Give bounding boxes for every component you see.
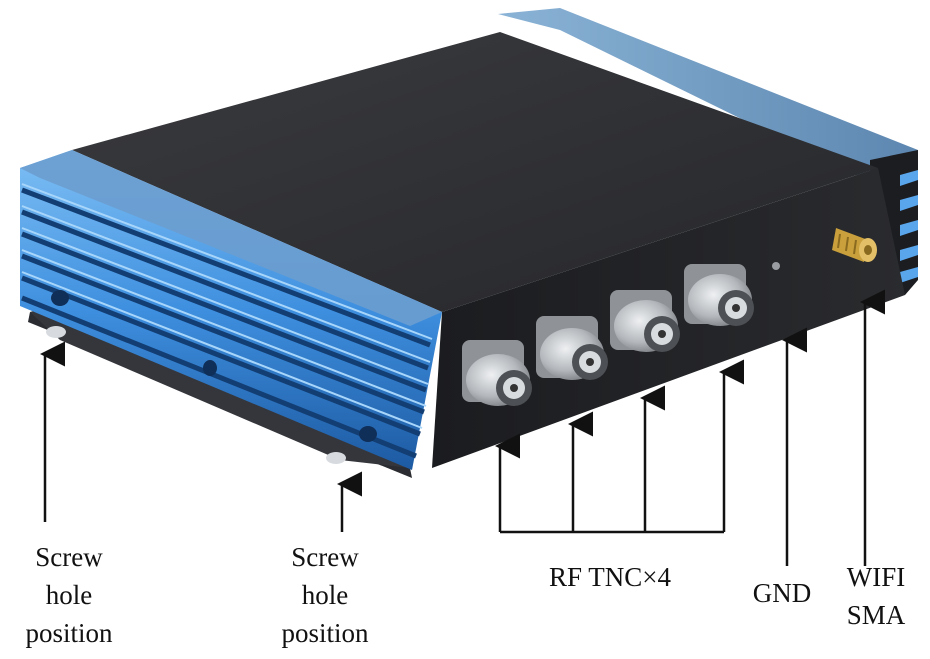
rf-tnc-connector-3 (610, 290, 680, 352)
left-rail-top (20, 150, 442, 326)
left-fin-highlights (21, 183, 433, 429)
screw-hole-right (326, 452, 346, 464)
label-line: Screw (35, 542, 103, 572)
label-gnd: GND (742, 574, 822, 612)
gnd-point (772, 262, 780, 270)
label-line: position (281, 618, 369, 648)
rf-tnc-connector-4 (684, 264, 754, 326)
rf-tnc-connector-1 (462, 340, 532, 406)
label-line: position (25, 618, 113, 648)
label-line: RF TNC×4 (548, 562, 671, 592)
callout-arrows (40, 289, 885, 566)
right-side-rail (498, 8, 918, 182)
label-line: Screw (291, 542, 359, 572)
rf-tnc-connector-2 (536, 316, 608, 380)
label-line: GND (752, 578, 812, 608)
top-surface (72, 32, 878, 312)
screw-hole-left (46, 326, 66, 338)
right-fins (900, 170, 918, 283)
label-line: hole (45, 580, 93, 610)
label-line: WIFI (846, 562, 906, 592)
wifi-sma-connector (832, 228, 877, 262)
screw-left-side (51, 290, 69, 306)
screw-mid-side (203, 360, 217, 376)
label-line: hole (301, 580, 349, 610)
left-fin-grooves (21, 187, 431, 459)
label-wifi-sma: WIFI SMA (828, 558, 924, 634)
label-screw-hole-right: Screw hole position (260, 538, 390, 652)
screw-right-side (359, 426, 377, 442)
label-rf-tnc: RF TNC×4 (520, 558, 700, 596)
label-line: SMA (846, 600, 906, 630)
label-screw-hole-left: Screw hole position (4, 538, 134, 652)
